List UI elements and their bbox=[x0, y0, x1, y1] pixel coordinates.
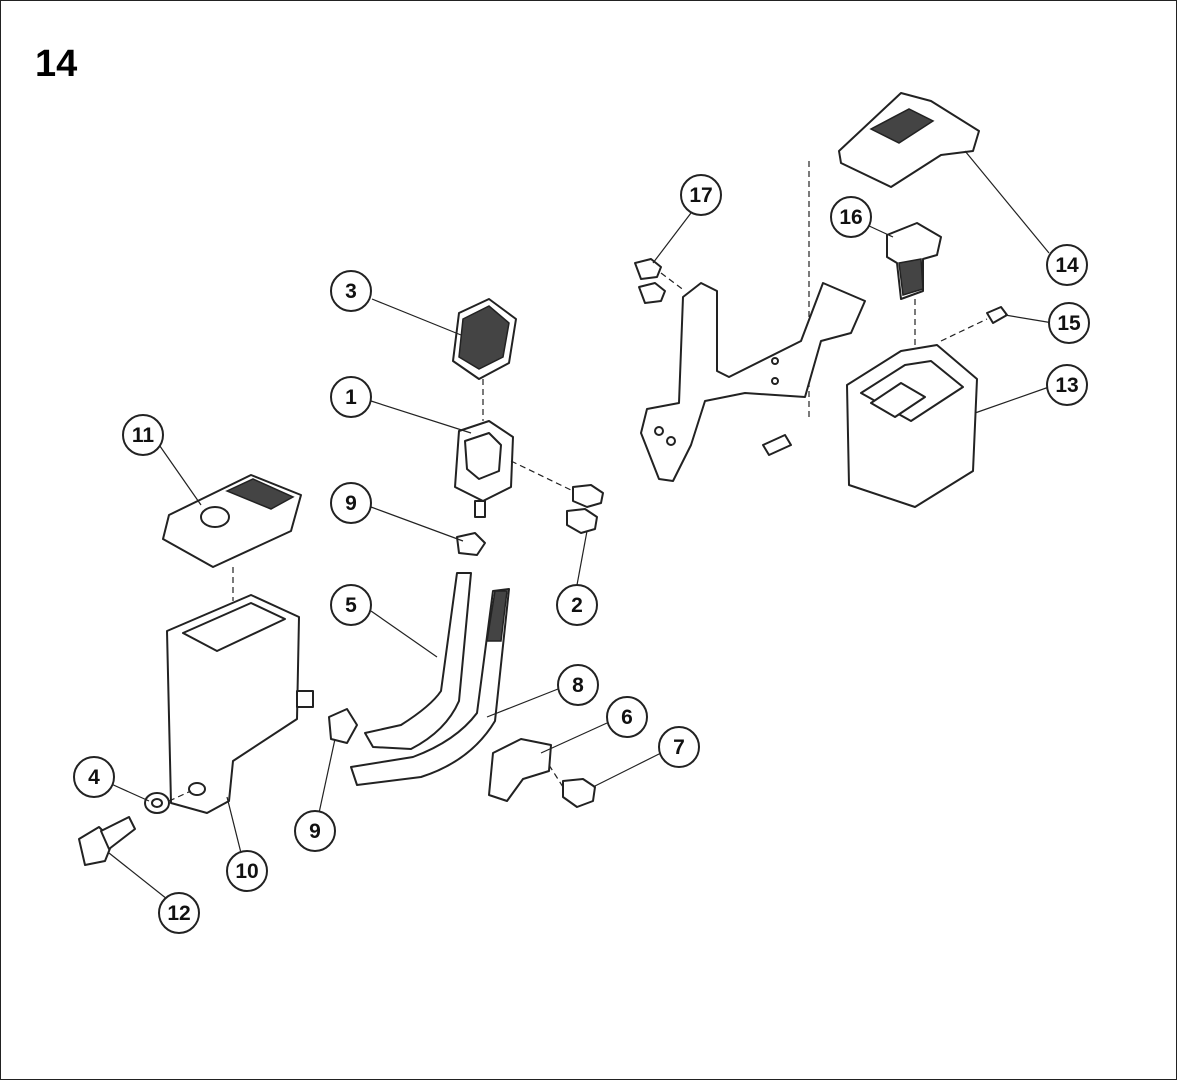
callout-9-lower: 9 bbox=[294, 810, 336, 852]
guide-line-7 bbox=[548, 764, 564, 788]
part-13-housing bbox=[846, 344, 978, 508]
leader-5 bbox=[370, 610, 438, 658]
part-9-fitting-upper bbox=[456, 532, 486, 556]
callout-4: 4 bbox=[73, 756, 115, 798]
part-12-bolt bbox=[78, 816, 136, 866]
leader-4 bbox=[108, 782, 150, 802]
svg-text:2: 2 bbox=[571, 594, 583, 617]
part-14-cover-plate bbox=[838, 92, 980, 188]
svg-text:1: 1 bbox=[345, 386, 357, 409]
leader-13 bbox=[974, 386, 1050, 414]
svg-text:9: 9 bbox=[345, 492, 357, 515]
leader-2 bbox=[576, 530, 588, 586]
callout-6: 6 bbox=[606, 696, 648, 738]
svg-text:11: 11 bbox=[132, 424, 155, 447]
svg-text:7: 7 bbox=[673, 736, 685, 759]
part-9-fitting-lower bbox=[328, 708, 358, 744]
leader-16 bbox=[866, 224, 894, 238]
guide-line-15 bbox=[940, 318, 988, 342]
part-6-clamp bbox=[488, 738, 552, 802]
part-11-top-cover bbox=[162, 474, 302, 568]
leader-17 bbox=[652, 212, 692, 264]
svg-text:10: 10 bbox=[235, 860, 258, 883]
callout-3: 3 bbox=[330, 270, 372, 312]
page-number: 14 bbox=[35, 43, 78, 85]
svg-text:13: 13 bbox=[1055, 374, 1078, 397]
part-7-screw bbox=[562, 778, 596, 808]
part-16-knob bbox=[886, 222, 942, 300]
callout-16: 16 bbox=[830, 196, 872, 238]
part-4-washer bbox=[144, 792, 170, 814]
svg-text:12: 12 bbox=[167, 902, 190, 925]
callout-9-upper: 9 bbox=[330, 482, 372, 524]
part-17-screws bbox=[634, 258, 666, 304]
part-3-switch-cap bbox=[452, 298, 517, 380]
guide-line-17 bbox=[660, 272, 686, 292]
callout-13: 13 bbox=[1046, 364, 1088, 406]
leader-9a bbox=[370, 506, 464, 542]
leader-7 bbox=[592, 752, 662, 788]
callout-8: 8 bbox=[557, 664, 599, 706]
callout-17: 17 bbox=[680, 174, 722, 216]
leader-8 bbox=[486, 688, 559, 718]
svg-text:5: 5 bbox=[345, 594, 357, 617]
svg-text:15: 15 bbox=[1057, 312, 1081, 335]
part-2-screws bbox=[566, 484, 604, 534]
svg-text:8: 8 bbox=[572, 674, 584, 697]
leader-15 bbox=[1004, 314, 1054, 324]
callout-11: 11 bbox=[122, 414, 164, 456]
part-8-cable-end bbox=[486, 590, 508, 642]
leader-3 bbox=[371, 298, 462, 336]
callout-1: 1 bbox=[330, 376, 372, 418]
part-15-pin bbox=[986, 306, 1008, 324]
leader-10 bbox=[226, 796, 242, 854]
callout-10: 10 bbox=[226, 850, 268, 892]
leader-14 bbox=[964, 150, 1050, 254]
main-bracket bbox=[640, 282, 866, 482]
leader-11 bbox=[154, 438, 202, 506]
svg-text:3: 3 bbox=[345, 280, 357, 303]
callout-15: 15 bbox=[1048, 302, 1090, 344]
callout-2: 2 bbox=[556, 584, 598, 626]
svg-text:9: 9 bbox=[309, 820, 321, 843]
svg-text:17: 17 bbox=[689, 184, 712, 207]
leader-6 bbox=[540, 722, 608, 754]
svg-text:6: 6 bbox=[621, 706, 633, 729]
svg-text:14: 14 bbox=[1055, 254, 1079, 277]
callout-12: 12 bbox=[158, 892, 200, 934]
svg-text:4: 4 bbox=[88, 766, 100, 789]
part-10-bracket bbox=[166, 594, 314, 814]
callout-14: 14 bbox=[1046, 244, 1088, 286]
part-housing-pin bbox=[762, 434, 792, 456]
guide-line-4 bbox=[168, 790, 192, 802]
leader-1 bbox=[370, 400, 472, 434]
callout-5: 5 bbox=[330, 584, 372, 626]
part-1-switch-body bbox=[454, 420, 514, 518]
leader-9b bbox=[318, 738, 336, 814]
svg-text:16: 16 bbox=[839, 206, 862, 229]
guide-line-2 bbox=[510, 460, 574, 492]
leader-12 bbox=[108, 852, 168, 900]
callout-7: 7 bbox=[658, 726, 700, 768]
part-5-tube bbox=[364, 572, 472, 750]
part-8-cable bbox=[350, 588, 510, 786]
